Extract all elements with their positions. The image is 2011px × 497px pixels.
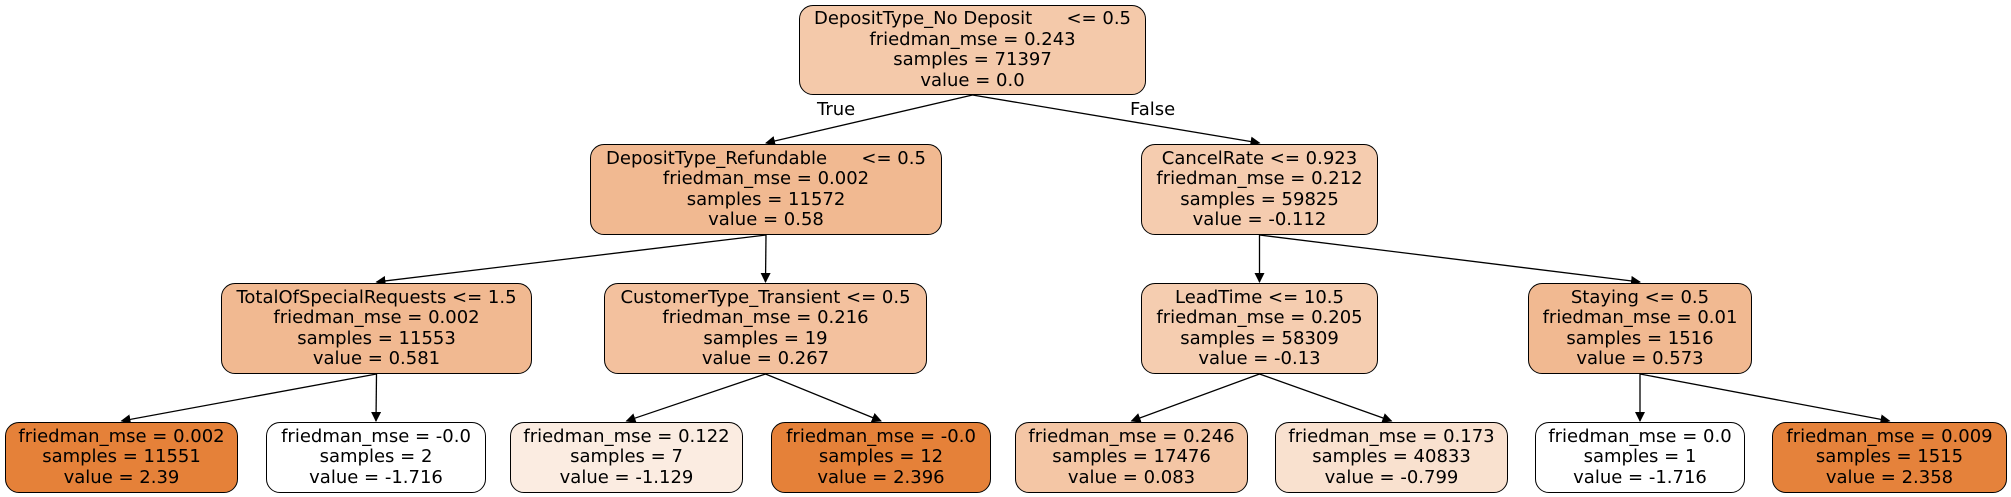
edge-label-true: True (817, 99, 856, 120)
node-line: friedman_mse = 0.002 (273, 307, 480, 328)
node-line: friedman_mse = 0.212 (1156, 168, 1363, 189)
node-line: samples = 19 (703, 327, 828, 349)
node-line: friedman_mse = 0.216 (662, 307, 869, 328)
node-line: value = 0.083 (1067, 466, 1196, 488)
node-line: samples = 1 (1583, 446, 1697, 468)
tree-edge-n3-n7 (120, 373, 377, 425)
node-line: friedman_mse = 0.01 (1542, 307, 1738, 328)
node-line: value = 0.581 (312, 348, 441, 369)
tree-edge-n6-n14 (1639, 373, 1891, 425)
node-line: friedman_mse = 0.0 (1548, 425, 1732, 447)
node-line: friedman_mse = 0.002 (18, 425, 225, 447)
tree-edge-n0-n2 (972, 94, 1261, 147)
node-line: samples = 11572 (686, 188, 846, 210)
tree-edge-n1-n3 (375, 234, 767, 286)
node-line: value = 0.58 (708, 209, 824, 230)
tree-edge-n5-n11 (1130, 373, 1260, 423)
node-line: samples = 2 (319, 446, 433, 468)
node-line: friedman_mse = 0.205 (1156, 307, 1363, 328)
node-line: samples = 11551 (42, 446, 201, 468)
node-line: samples = 17476 (1052, 446, 1211, 468)
node-line: samples = 1515 (1815, 446, 1964, 468)
node-line: samples = 40833 (1312, 446, 1471, 468)
node-line: value = -0.112 (1192, 209, 1327, 230)
node-line: friedman_mse = -0.0 (281, 425, 471, 447)
node-line: DepositType_Refundable <= 0.5 (606, 147, 926, 169)
node-line: DepositType_No Deposit <= 0.5 (813, 8, 1131, 29)
node-line: samples = 7 (570, 446, 683, 468)
tree-edge-n5-n12 (1259, 373, 1393, 423)
node-line: value = 2.358 (1825, 466, 1954, 488)
node-line: friedman_mse = 0.002 (662, 168, 870, 189)
edge-label-false: False (1130, 99, 1176, 120)
node-line: value = 2.396 (817, 466, 945, 488)
node-line: Staying <= 0.5 (1570, 286, 1710, 308)
node-line: friedman_mse = 0.246 (1028, 425, 1235, 447)
node-line: value = -0.799 (1324, 466, 1459, 488)
node-line: TotalOfSpecialRequests <= 1.5 (236, 286, 517, 308)
node-line: value = -1.716 (1573, 466, 1707, 488)
node-line: value = -1.716 (309, 466, 443, 488)
node-line: friedman_mse = 0.122 (523, 425, 730, 447)
node-line: samples = 12 (818, 446, 944, 468)
node-line: samples = 58309 (1180, 327, 1339, 349)
node-line: friedman_mse = 0.243 (869, 28, 1076, 50)
node-line: friedman_mse = 0.173 (1288, 425, 1495, 447)
node-line: samples = 11553 (297, 327, 456, 349)
node-line: samples = 71397 (893, 49, 1052, 70)
node-line: friedman_mse = 0.009 (1786, 425, 1993, 447)
tree-edge-n3-n8 (371, 373, 382, 422)
node-line: CancelRate <= 0.923 (1161, 147, 1358, 169)
node-line: value = 0.573 (1576, 348, 1704, 369)
node-line: LeadTime <= 10.5 (1175, 286, 1344, 308)
tree-edge-n1-n4 (760, 234, 771, 283)
tree-edge-n4-n9 (625, 373, 766, 423)
node-line: friedman_mse = -0.0 (786, 425, 976, 447)
node-line: value = -0.13 (1198, 348, 1321, 369)
node-line: value = 0.267 (701, 348, 830, 369)
node-line: value = 2.39 (63, 466, 180, 488)
node-line: samples = 59825 (1180, 188, 1339, 210)
tree-edge-n4-n10 (765, 373, 882, 423)
node-line: value = 0.0 (920, 69, 1025, 91)
tree-edge-n0-n1 (765, 94, 973, 146)
node-line: value = -1.129 (559, 466, 694, 488)
node-line: samples = 1516 (1566, 327, 1714, 349)
node-line: CustomerType_Transient <= 0.5 (620, 286, 911, 308)
tree-edge-n2-n6 (1259, 234, 1641, 286)
